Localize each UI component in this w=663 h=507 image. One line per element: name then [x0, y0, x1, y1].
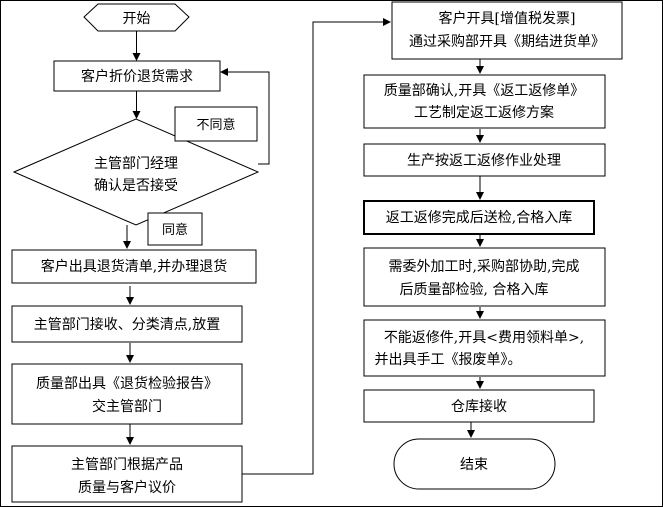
request-label: 客户折价退货需求 — [81, 68, 193, 85]
right-step-3-label: 生产按返工返修作业处理 — [407, 153, 561, 169]
left-step-3-box — [11, 363, 243, 425]
left-step-2-box — [11, 305, 243, 343]
right-step-2-box — [363, 74, 606, 129]
left-step-3-line-1: 质量部出具《退货检验报告》 — [36, 375, 218, 392]
reject-note-box — [174, 106, 258, 142]
end-label: 结束 — [460, 457, 488, 473]
left-step-4-line-1: 主管部门根据产品 — [71, 457, 183, 473]
right-step-5-line-2: 后质量部检验, 合格入库 — [400, 282, 549, 298]
left-step-1-label: 客户出具退货清单,并办理退货 — [41, 258, 227, 275]
request-box — [53, 60, 221, 92]
reject-note: 不同意 — [196, 117, 235, 133]
right-step-4-box — [363, 200, 595, 235]
right-step-5-line-1: 需委外加工时,采购部协助,完成 — [389, 259, 580, 275]
right-step-6-line-1: 不能返修件,开具<费用领料单>, — [384, 330, 584, 346]
right-step-1-line-2: 通过采购部开具《期结进货单》 — [409, 33, 605, 50]
right-step-3-box — [363, 143, 606, 177]
end-node — [393, 438, 556, 490]
right-step-5-box — [363, 247, 606, 307]
right-step-7-label: 仓库接收 — [451, 398, 507, 415]
left-step-3-line-2: 交主管部门 — [92, 398, 162, 415]
right-step-2-line-1: 质量部确认,开具《返工返修单》 — [384, 83, 584, 99]
right-step-1-box — [391, 1, 623, 60]
decision-diamond — [12, 118, 260, 226]
right-step-2-line-2: 工艺制定返工返修方案 — [414, 104, 554, 121]
start-label: 开始 — [123, 11, 151, 27]
right-step-7-box — [363, 389, 595, 423]
left-step-4-line-2: 质量与客户议价 — [78, 479, 176, 496]
right-step-4-label: 返工返修完成后送检,合格入库 — [386, 210, 572, 226]
reject-loop-line — [220, 68, 270, 165]
decision-line-1: 主管部门经理 — [94, 156, 178, 172]
right-step-6-line-2: 并出具手工《报废单》。 — [375, 352, 522, 368]
agree-note-box — [147, 212, 203, 246]
left-step-2-label: 主管部门接收、分类清点,放置 — [34, 316, 220, 333]
connector-left-to-right — [242, 18, 391, 475]
left-step-1-box — [11, 249, 257, 284]
start-node — [83, 3, 190, 32]
right-step-1-line-1: 客户开具[增值税发票] — [439, 10, 576, 27]
decision-line-2: 确认是否接受 — [94, 177, 178, 194]
agree-note: 同意 — [162, 222, 188, 238]
right-step-6-box — [363, 319, 606, 377]
